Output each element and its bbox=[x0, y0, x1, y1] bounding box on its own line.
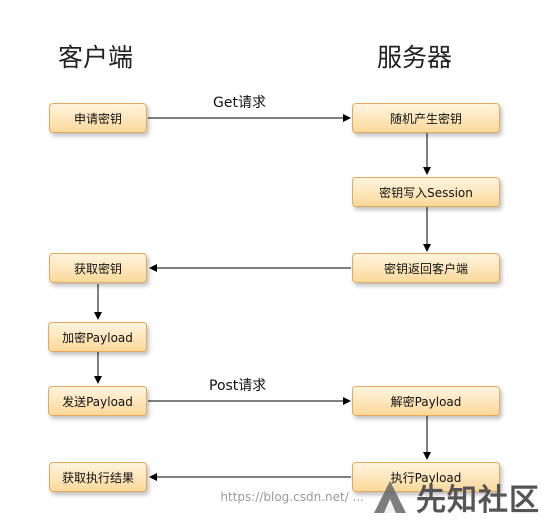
server-column-title: 服务器 bbox=[377, 43, 453, 72]
return-key-box: 密钥返回客户端 bbox=[352, 253, 500, 283]
client-column-title: 客户端 bbox=[58, 43, 134, 72]
execute-payload-box: 执行Payload bbox=[352, 462, 500, 492]
xianzhi-logo-icon bbox=[374, 481, 406, 513]
random-key-box: 随机产生密钥 bbox=[352, 103, 500, 133]
get-key-box: 获取密钥 bbox=[49, 253, 147, 283]
watermark-url: https://blog.csdn.net/ ... bbox=[220, 490, 364, 504]
get-result-box: 获取执行结果 bbox=[49, 462, 147, 492]
decrypt-payload-box: 解密Payload bbox=[352, 386, 500, 416]
write-session-box: 密钥写入Session bbox=[352, 177, 500, 207]
encrypt-payload-box: 加密Payload bbox=[48, 322, 147, 352]
send-payload-box: 发送Payload bbox=[48, 386, 147, 416]
get-request-label: Get请求 bbox=[213, 95, 266, 111]
watermark-logo-text: 先知社区 bbox=[416, 483, 540, 518]
apply-key-box: 申请密钥 bbox=[49, 103, 147, 133]
post-request-label: Post请求 bbox=[209, 378, 267, 394]
watermark: https://blog.csdn.net/ ... 先知社区 bbox=[220, 475, 540, 519]
